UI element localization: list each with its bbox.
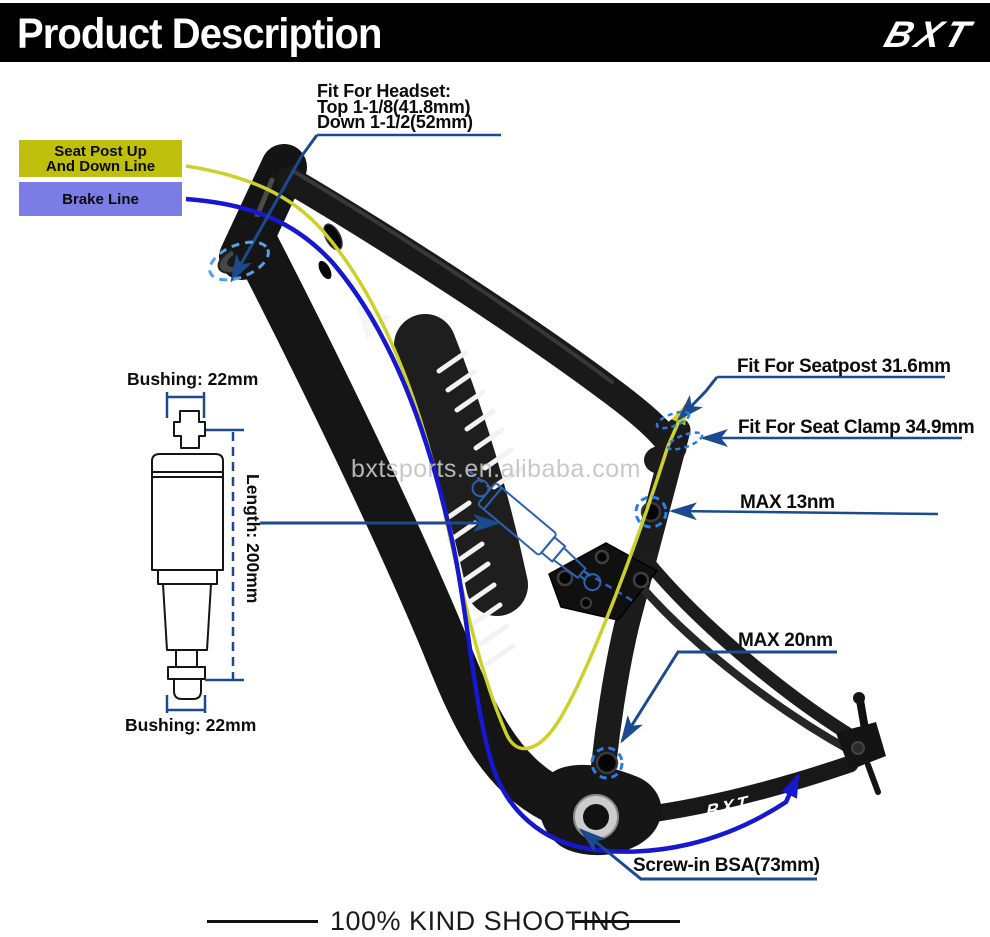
page-title: Product Description [17, 10, 382, 58]
max13-arrow [669, 502, 939, 521]
shock-dimension-lines [165, 392, 501, 713]
callout-max13: MAX 13nm [740, 492, 835, 513]
headset-arrow [230, 134, 319, 283]
footer-rule-left [207, 920, 318, 923]
legend-brake-label: Brake Line [62, 190, 139, 208]
header-bar: Product Description BXT [0, 3, 990, 62]
label-shock-length: Length: 200mm [243, 474, 263, 604]
shock-absorber-diagram [151, 410, 224, 700]
callout-seatpost: Fit For Seatpost 31.6mm [737, 356, 951, 377]
label-bushing-top: Bushing: 22mm [127, 369, 259, 389]
label-bushing-bottom: Bushing: 22mm [125, 715, 257, 735]
callout-max20: MAX 20nm [738, 630, 833, 651]
dashed-highlights [208, 240, 704, 780]
legend-seatpost-line2: And Down Line [45, 157, 156, 175]
bsa-arrow [578, 828, 817, 881]
callout-headset-title: Fit For Headset: [317, 81, 451, 101]
callout-headset-top: Top 1-1/8(41.8mm) [317, 96, 471, 117]
cable-routing [185, 164, 801, 854]
callout-seat-clamp: Fit For Seat Clamp 34.9mm [738, 417, 975, 438]
callout-headset: Fit For Headset: Top 1-1/8(41.8mm) Down … [317, 81, 473, 132]
seatpost-arrow [676, 376, 719, 422]
bike-frame: BXT [217, 144, 886, 856]
callout-leader-lines [230, 133, 962, 881]
legend-seatpost-line: Seat Post Up And Down Line [19, 140, 182, 177]
legend-brake-line: Brake Line [19, 182, 182, 216]
shock-ghost-outline [467, 469, 634, 603]
brake-cable-blue [185, 196, 801, 854]
max20-arrow [620, 650, 837, 744]
legend-seatpost-line1: Seat Post Up [54, 142, 147, 160]
callout-bsa: Screw-in BSA(73mm) [633, 855, 820, 876]
footer-rule-right [575, 920, 680, 923]
watermark-text: bxtsports.en.alibaba.com [351, 455, 641, 483]
callout-headset-down: Down 1-1/2(52mm) [317, 112, 473, 132]
frame-graphics-stripes [356, 306, 523, 667]
